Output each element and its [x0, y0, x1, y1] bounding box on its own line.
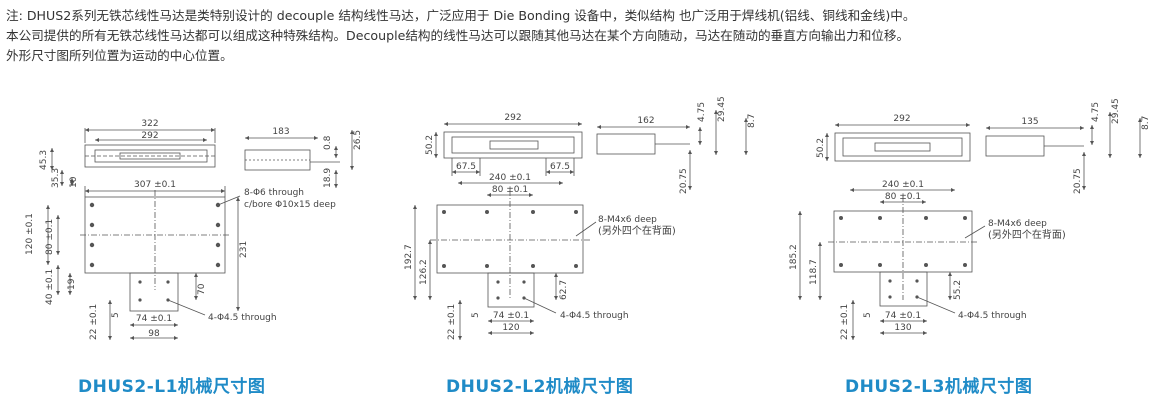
- l3-dim-118-7: 118.7: [809, 259, 819, 285]
- note-line-1: 注: DHUS2系列无铁芯线性马达是类特别设计的 decouple 结构线性马达…: [6, 8, 916, 23]
- drawing-l3: [798, 112, 1142, 340]
- l2-top-inner: [451, 136, 575, 154]
- l3-dim-135: 135: [1021, 117, 1038, 127]
- l3-carriage: [879, 271, 928, 307]
- l2-dim-292: 292: [504, 113, 521, 123]
- l2-dim-22: 22 ±0.1: [447, 304, 457, 340]
- notes-block: 注: DHUS2系列无铁芯线性马达是类特别设计的 decouple 结构线性马达…: [6, 6, 1162, 66]
- l2-dim-29-45: 29.45: [717, 96, 727, 122]
- l3-dim-240: 240 ±0.1: [882, 180, 924, 190]
- l3-hole-note-1: 8-M4x6 deep: [988, 219, 1047, 229]
- l3-dim-20-75: 20.75: [1073, 168, 1083, 194]
- l1-dim-120: 120 ±0.1: [25, 213, 35, 255]
- l3-dim-292: 292: [893, 114, 910, 124]
- l3-dim-5: 5: [863, 312, 873, 318]
- l1-dim-307: 307 ±0.1: [134, 180, 176, 190]
- l2-dim-67-5b: 67.5: [550, 162, 570, 172]
- l3-dim-50-2: 50.2: [816, 138, 826, 158]
- l2-small-hole: 4-Φ4.5 through: [560, 311, 629, 321]
- drawing-l1: [46, 128, 354, 340]
- l1-dim-5: 5: [111, 312, 121, 318]
- l2-top-body: [443, 131, 583, 159]
- l3-top-coil: [874, 142, 931, 152]
- l1-dim-98: 98: [148, 329, 160, 339]
- l3-dim-130: 130: [894, 323, 911, 333]
- l2-dim-5: 5: [471, 312, 481, 318]
- l3-dim-4-75: 4.75: [1091, 102, 1101, 122]
- l2-hole-note-1: 8-M4x6 deep: [598, 215, 657, 225]
- l3-caption: DHUS2-L3机械尺寸图: [845, 377, 1033, 397]
- l3-small-hole: 4-Φ4.5 through: [958, 311, 1027, 321]
- l3-dim-8-7: 8.7: [1141, 116, 1151, 130]
- l2-caption: DHUS2-L2机械尺寸图: [446, 377, 634, 397]
- l2-dim-120: 120: [502, 323, 519, 333]
- l1-dim-10: 10: [69, 176, 79, 188]
- l1-top-coil: [119, 152, 181, 160]
- l3-side-body: [985, 135, 1045, 157]
- l2-dim-67-5a: 67.5: [456, 162, 476, 172]
- l1-dim-26-5: 26.5: [353, 130, 363, 150]
- note-line-3: 外形尺寸图所列位置为运动的中心位置。: [6, 48, 233, 63]
- l2-dim-62-7: 62.7: [559, 280, 569, 300]
- l1-dim-18-9: 18.9: [323, 168, 333, 188]
- l2-dim-20-75: 20.75: [679, 168, 689, 194]
- drawing-l2: [413, 110, 748, 340]
- l1-dim-40: 40 ±0.1: [45, 269, 55, 305]
- l3-dim-74: 74 ±0.1: [885, 311, 921, 321]
- l2-dim-4-75: 4.75: [697, 102, 707, 122]
- l2-dim-240: 240 ±0.1: [489, 173, 531, 183]
- l1-small-hole: 4-Φ4.5 through: [208, 313, 277, 323]
- l1-dim-183: 183: [272, 127, 289, 137]
- l2-top-coil: [489, 140, 539, 150]
- l1-carriage: [129, 272, 179, 312]
- l2-dim-162: 162: [637, 116, 654, 126]
- l1-dim-22: 22 ±0.1: [89, 304, 99, 340]
- note-line-2: 本公司提供的所有无铁芯线性马达都可以组成这种特殊结构。Decouple结构的线性…: [6, 28, 910, 43]
- l3-top-inner: [842, 137, 963, 157]
- l3-dim-29-45: 29.45: [1111, 98, 1121, 124]
- l3-dim-55-2: 55.2: [953, 280, 963, 300]
- l3-dim-80: 80 ±0.1: [885, 192, 921, 202]
- l2-side-body: [596, 133, 656, 155]
- l1-dim-35-3: 35.3: [51, 168, 61, 188]
- l1-dim-80: 80 ±0.1: [45, 219, 55, 255]
- l2-dim-80: 80 ±0.1: [492, 185, 528, 195]
- l3-labels: 50.2 292 135 4.75 29.45 8.7 20.75 240 ±0…: [789, 98, 1151, 340]
- l2-dim-126-2: 126.2: [419, 259, 429, 285]
- l2-dim-74: 74 ±0.1: [493, 311, 529, 321]
- l2-hole-note-2: (另外四个在背面): [598, 224, 676, 237]
- l3-dim-185-2: 185.2: [789, 244, 799, 270]
- l1-hole-note-1: 8-Φ6 through: [244, 188, 304, 198]
- l1-dim-45-3: 45.3: [39, 150, 49, 170]
- l2-dim-50-2: 50.2: [425, 135, 435, 155]
- l1-dim-74: 74 ±0.1: [136, 314, 172, 324]
- l1-dim-70: 70: [197, 283, 207, 295]
- l1-dim-19: 19: [67, 278, 77, 290]
- l1-dim-322: 322: [141, 119, 158, 129]
- l1-dim-231: 231: [239, 241, 249, 258]
- l3-hole-note-2: (另外四个在背面): [988, 228, 1066, 241]
- l1-dim-0-8: 0.8: [323, 135, 333, 150]
- l1-dim-292: 292: [141, 131, 158, 141]
- l3-dim-22: 22 ±0.1: [840, 304, 850, 340]
- l1-caption: DHUS2-L1机械尺寸图: [78, 377, 266, 397]
- l1-hole-note-2: c/bore Φ10x15 deep: [244, 200, 336, 210]
- l2-dim-192-7: 192.7: [404, 244, 414, 270]
- l2-dim-8-7: 8.7: [747, 114, 757, 128]
- l2-labels: 292 50.2 67.5 67.5 162 4.75 29.45 8.7 20…: [404, 96, 757, 340]
- l1-labels: 322 292 183 0.8 26.5 18.9 45.3 35.3 10 3…: [25, 119, 363, 340]
- l2-carriage: [487, 272, 535, 308]
- l3-top-body: [834, 132, 971, 162]
